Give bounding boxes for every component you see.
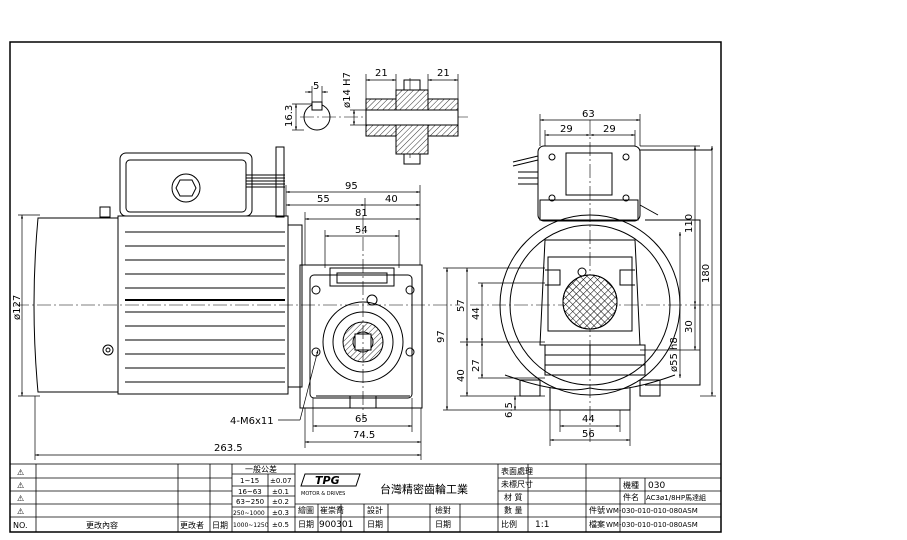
dim-97: 97 bbox=[436, 330, 447, 343]
tol-range: 63~250 bbox=[236, 498, 264, 506]
dim-21-left: 21 bbox=[375, 68, 388, 79]
label-date-2: 日期 bbox=[298, 520, 314, 529]
logo-text: TPG bbox=[315, 474, 340, 487]
dim-21-right: 21 bbox=[437, 68, 450, 79]
label-change-content: 更改內容 bbox=[86, 520, 118, 530]
dim-14-h7: ø14 H7 bbox=[342, 72, 353, 108]
warn-icon: ⚠ bbox=[17, 481, 24, 490]
value-scale: 1:1 bbox=[535, 520, 549, 530]
label-part-name: 件名 bbox=[623, 492, 639, 502]
title-block: ⚠ ⚠ ⚠ ⚠ NO. 更改內容 更改者 日期 一般公差 1~15 ±0.07 … bbox=[9, 463, 722, 533]
label-draw: 繪圖 bbox=[298, 505, 314, 515]
dim-74-5: 74.5 bbox=[353, 430, 375, 441]
label-scale: 比例 bbox=[501, 519, 517, 529]
value-file: WM-030-010-010-080ASM bbox=[606, 521, 698, 529]
value-part-name: AC3ø1/8HP馬達組 bbox=[646, 493, 706, 502]
tol-range: 16~63 bbox=[238, 488, 262, 496]
tol-value: ±0.07 bbox=[270, 477, 291, 485]
tol-range: 250~1000 bbox=[233, 510, 265, 517]
value-model: 030 bbox=[648, 481, 665, 491]
warn-icon: ⚠ bbox=[17, 507, 24, 516]
dim-27: 27 bbox=[471, 359, 482, 372]
warn-icon: ⚠ bbox=[17, 494, 24, 503]
label-no: NO. bbox=[13, 521, 28, 530]
logo-subtitle: MOTOR & DRIVES bbox=[301, 491, 345, 497]
dim-180: 180 bbox=[701, 264, 712, 283]
dim-95: 95 bbox=[345, 181, 358, 192]
tol-range: 1000~1250 bbox=[233, 522, 269, 529]
motor-front-view bbox=[499, 145, 712, 411]
label-date-4: 日期 bbox=[435, 520, 451, 529]
dim-54: 54 bbox=[355, 225, 368, 236]
tol-value: ±0.1 bbox=[272, 488, 289, 496]
dim-65: 65 bbox=[355, 414, 368, 425]
company-name: 台灣精密齒輪工業 bbox=[380, 482, 468, 496]
dim-29-left: 29 bbox=[560, 124, 573, 135]
tol-range: 1~15 bbox=[240, 477, 259, 485]
tolerance-title: 一般公差 bbox=[245, 464, 277, 474]
dim-30: 30 bbox=[684, 320, 695, 333]
warn-icon: ⚠ bbox=[17, 468, 24, 477]
dim-55-h8: ø55 h8 bbox=[669, 337, 680, 372]
dim-127: ø127 bbox=[12, 295, 23, 320]
dim-40-top: 40 bbox=[385, 194, 398, 205]
tol-value: ±0.5 bbox=[272, 521, 289, 529]
tol-value: ±0.3 bbox=[272, 509, 289, 517]
value-drawer: 崔崇喬 bbox=[320, 505, 344, 515]
label-file: 檔案 bbox=[589, 519, 605, 529]
label-material: 材 質 bbox=[504, 492, 523, 502]
value-date: 900301 bbox=[319, 520, 353, 530]
dim-29-right: 29 bbox=[603, 124, 616, 135]
label-model: 機種 bbox=[623, 480, 639, 490]
shaft-detail bbox=[303, 79, 459, 165]
dim-44-horizontal: 44 bbox=[582, 414, 595, 425]
label-date-3: 日期 bbox=[367, 520, 383, 529]
label-quantity: 數 量 bbox=[504, 505, 523, 515]
label-part-no: 件號 bbox=[589, 505, 605, 515]
dim-16-3: 16.3 bbox=[284, 105, 295, 127]
label-surface: 表面處理 bbox=[501, 466, 533, 476]
dim-55: 55 bbox=[317, 194, 330, 205]
dim-56: 56 bbox=[582, 429, 595, 440]
value-part-no: WM-030-010-010-080ASM bbox=[606, 507, 698, 515]
dimension-labels: 95 55 40 81 54 ø127 4-M6x11 65 74.5 263.… bbox=[12, 68, 712, 454]
dim-263-5: 263.5 bbox=[214, 443, 243, 454]
dimension-lines bbox=[18, 74, 716, 460]
label-date: 日期 bbox=[212, 521, 228, 530]
tol-value: ±0.2 bbox=[272, 498, 289, 506]
label-unmarked: 未標尺寸 bbox=[501, 479, 533, 489]
dim-81: 81 bbox=[355, 208, 368, 219]
motor-side-view bbox=[33, 146, 423, 409]
dim-44-vertical: 44 bbox=[471, 307, 482, 320]
label-design: 設計 bbox=[367, 505, 383, 515]
label-changer: 更改者 bbox=[180, 520, 204, 530]
label-check: 檢對 bbox=[435, 505, 451, 515]
dim-5: 5 bbox=[313, 81, 319, 92]
dim-40-bottom: 40 bbox=[456, 369, 467, 382]
dim-110: 110 bbox=[684, 214, 695, 233]
dim-57: 57 bbox=[456, 299, 467, 312]
dim-6-5: 6.5 bbox=[504, 402, 515, 418]
dim-thread: 4-M6x11 bbox=[230, 416, 274, 427]
company-logo: TPG MOTOR & DRIVES bbox=[300, 473, 361, 497]
dim-63: 63 bbox=[582, 109, 595, 120]
